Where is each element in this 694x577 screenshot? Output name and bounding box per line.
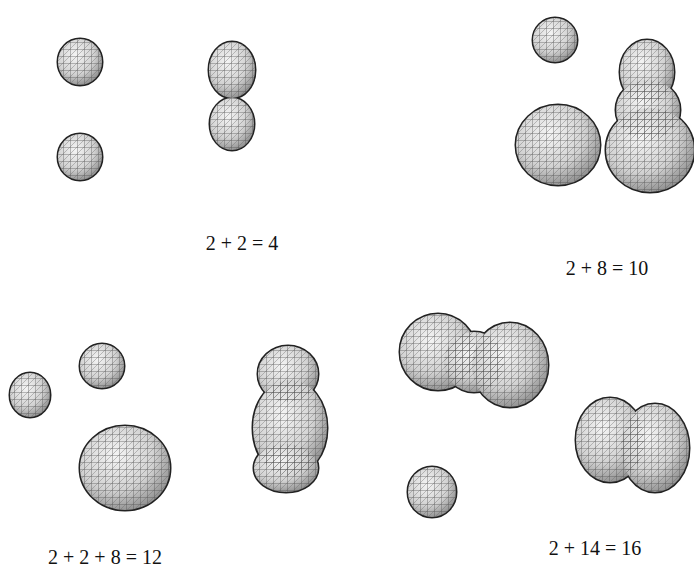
equation-caption: 2 + 8 = 10: [566, 257, 649, 279]
soliton-shading: [10, 18, 694, 517]
equation-caption: 2 + 14 = 16: [549, 537, 642, 559]
soliton-outlines: [10, 18, 694, 517]
soliton-mesh: [10, 18, 694, 517]
equation-caption: 2 + 2 + 8 = 12: [48, 546, 162, 568]
equation-caption: 2 + 2 = 4: [206, 232, 279, 254]
